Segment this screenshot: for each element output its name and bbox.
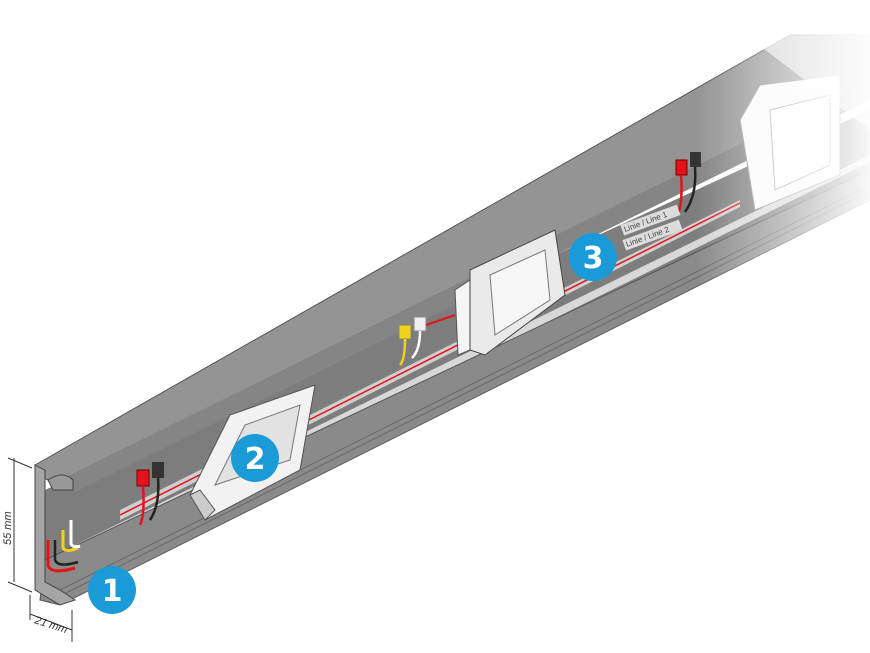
- svg-text:3: 3: [583, 241, 604, 276]
- badge-2: 2: [231, 434, 279, 482]
- svg-text:55 mm: 55 mm: [2, 511, 14, 545]
- svg-text:2: 2: [245, 442, 266, 477]
- badge-1: 1: [88, 566, 136, 614]
- svg-text:21 mm: 21 mm: [32, 614, 69, 636]
- svg-text:1: 1: [102, 574, 123, 609]
- badge-3: 3: [569, 233, 617, 281]
- dimension-height: 55 mm: [2, 457, 33, 593]
